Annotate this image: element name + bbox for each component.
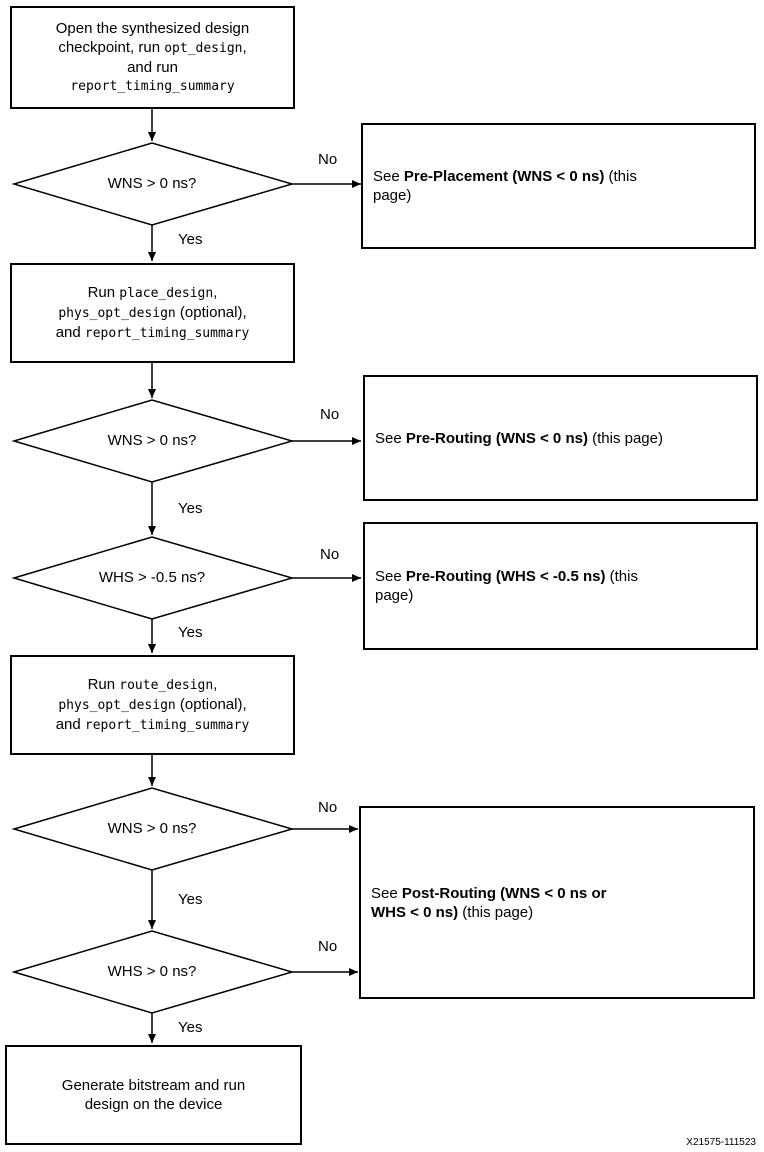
edge-label-no-5: No xyxy=(318,938,338,955)
decision-4-label: WNS > 0 ns? xyxy=(107,820,197,837)
result-2-bold: Pre-Routing (WNS < 0 ns) xyxy=(405,429,588,447)
route-run-text: Run xyxy=(87,676,120,693)
start-line-2: checkpoint, run xyxy=(58,39,165,56)
generate-line-1: Generate bitstream and run xyxy=(61,1077,246,1094)
route-design-box: Run route_design, phys_opt_design (optio… xyxy=(10,655,295,755)
place-run-text: Run xyxy=(87,284,120,301)
route-and-text: and xyxy=(55,716,85,733)
result-2-see: See xyxy=(375,429,406,447)
result-4-see: See xyxy=(371,884,402,902)
edge-label-yes-2: Yes xyxy=(178,500,203,517)
edge-label-yes-3: Yes xyxy=(178,624,203,641)
result-1-bold: Pre-Placement (WNS < 0 ns) xyxy=(403,168,605,185)
edge-label-no-4: No xyxy=(318,799,338,816)
result-post-routing-box: See Post-Routing (WNS < 0 ns or WHS < 0 … xyxy=(359,806,755,999)
place-comma: , xyxy=(213,284,218,301)
report-timing-command: report_timing_summary xyxy=(70,79,235,94)
start-line-1: Open the synthesized design xyxy=(55,20,250,37)
result-3-see: See xyxy=(375,568,406,585)
place-design-box: Run place_design, phys_opt_design (optio… xyxy=(10,263,295,363)
place-and-text: and xyxy=(55,324,85,341)
place-design-command: place_design xyxy=(119,286,214,301)
result-4-bold-2: WHS < 0 ns) xyxy=(371,903,459,921)
opt-design-command: opt_design xyxy=(164,41,243,56)
route-comma: , xyxy=(213,676,218,693)
start-comma: , xyxy=(242,39,247,56)
decision-2-label: WNS > 0 ns? xyxy=(107,432,197,449)
generate-bitstream-box: Generate bitstream and run design on the… xyxy=(5,1045,302,1145)
start-line-3: and run xyxy=(127,59,178,76)
result-1-rest: (this xyxy=(604,168,637,185)
edge-label-no-1: No xyxy=(318,151,338,168)
decision-5-label: WHS > 0 ns? xyxy=(107,963,197,980)
start-box: Open the synthesized design checkpoint, … xyxy=(10,6,295,109)
result-3-bold: Pre-Routing (WHS < -0.5 ns) xyxy=(405,568,606,585)
edge-label-yes-4: Yes xyxy=(178,891,203,908)
route-phys-opt-command: phys_opt_design xyxy=(58,698,176,713)
route-report-command: report_timing_summary xyxy=(84,718,250,733)
result-1-see: See xyxy=(373,168,404,185)
figure-id: X21575-111523 xyxy=(686,1137,756,1148)
result-1-line-2: page) xyxy=(373,187,412,204)
edge-label-no-2: No xyxy=(320,406,340,423)
place-report-command: report_timing_summary xyxy=(84,326,250,341)
route-optional-text: (optional), xyxy=(175,696,247,713)
result-pre-routing-wns-box: See Pre-Routing (WNS < 0 ns) (this page) xyxy=(363,375,758,501)
decision-3-label: WHS > -0.5 ns? xyxy=(98,569,206,586)
generate-line-2: design on the device xyxy=(84,1096,223,1113)
edge-label-no-3: No xyxy=(320,546,340,563)
result-2-rest: (this page) xyxy=(587,429,663,447)
result-4-bold-1: Post-Routing (WNS < 0 ns or xyxy=(401,884,607,902)
place-optional-text: (optional), xyxy=(175,304,247,321)
result-pre-routing-whs-box: See Pre-Routing (WHS < -0.5 ns) (this pa… xyxy=(363,522,758,650)
result-4-rest: (this page) xyxy=(458,903,534,921)
edge-label-yes-1: Yes xyxy=(178,231,203,248)
edge-label-yes-5: Yes xyxy=(178,1019,203,1036)
decision-1-label: WNS > 0 ns? xyxy=(107,175,197,192)
phys-opt-command: phys_opt_design xyxy=(58,306,176,321)
result-3-rest: (this xyxy=(605,568,638,585)
result-3-line-2: page) xyxy=(375,587,414,604)
route-design-command: route_design xyxy=(119,678,214,693)
result-pre-placement-box: See Pre-Placement (WNS < 0 ns) (this pag… xyxy=(361,123,756,249)
